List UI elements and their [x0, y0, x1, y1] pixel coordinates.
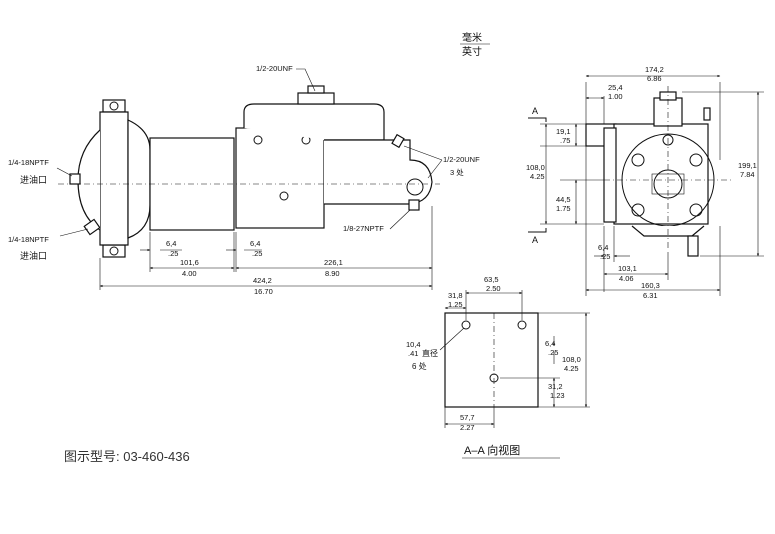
label-port-top: 1/2-20UNF — [256, 64, 293, 73]
side-view: 1/2-20UNF 1/4-18NPTF 进油口 1/4-18NPTF 进油口 … — [8, 64, 480, 296]
dim-end-e-mm: 6,4 — [598, 243, 608, 252]
label-port-right-note: 3 处 — [450, 167, 464, 177]
dim-end-f-mm: 103,1 — [618, 264, 637, 273]
dim-end-w-mm: 174,2 — [645, 65, 664, 74]
label-port-left-2-note: 进油口 — [20, 250, 47, 261]
dim-sec-t-mm: 31,2 — [548, 382, 563, 391]
dim-sec-p-mm: 63,5 — [484, 275, 499, 284]
section-view: 63,5 2.50 31,8 1.25 10,4 .41 直径 6 处 108,… — [406, 275, 590, 459]
section-plate — [444, 312, 539, 408]
dim-sec-s-in: 4.25 — [564, 364, 579, 373]
dim-end-h-in: 7.84 — [740, 170, 755, 179]
dim-end-g-in: 6.31 — [643, 291, 658, 300]
dim-end-b-in: .75 — [560, 136, 570, 145]
units-metric: 毫米 — [462, 31, 482, 44]
dim-end-w-in: 6.86 — [647, 74, 662, 83]
dim-end-a-mm: 25,4 — [608, 83, 623, 92]
label-port-right: 1/2-20UNF — [443, 155, 480, 164]
dim-side-d5-in: 16.70 — [254, 287, 273, 296]
dim-side-d5-mm: 424,2 — [253, 276, 272, 285]
section-hole-count: 6 处 — [412, 361, 427, 371]
dim-sec-s-mm: 108,0 — [562, 355, 581, 364]
dim-side-d2-in: 4.00 — [182, 269, 197, 278]
reservoir-cover — [243, 103, 385, 141]
bolt-tl — [631, 153, 645, 167]
label-port-bottom: 1/8-27NPTF — [343, 224, 384, 233]
dim-side-d3-mm: 6,4 — [250, 239, 260, 248]
units-legend: 毫米 英寸 — [460, 31, 490, 58]
dim-sec-r-in: .25 — [548, 348, 558, 357]
dim-end-g-mm: 160,3 — [641, 281, 660, 290]
section-hole-mm: 10,4 — [406, 340, 421, 349]
dim-side-d3-in: .25 — [252, 249, 262, 258]
right-housing — [324, 139, 433, 205]
section-hole-2 — [517, 320, 527, 330]
section-title: A–A 向视图 — [464, 443, 520, 457]
dim-sec-q-mm: 31,8 — [448, 291, 463, 300]
bolt-tr — [689, 153, 703, 167]
dim-end-d-in: 1.75 — [556, 204, 571, 213]
dim-end-a-in: 1.00 — [608, 92, 623, 101]
units-imperial: 英寸 — [462, 45, 482, 58]
dim-end-c-mm: 108,0 — [526, 163, 545, 172]
dim-end-b-mm: 19,1 — [556, 127, 571, 136]
bleed-port — [408, 199, 420, 211]
dim-sec-u-mm: 57,7 — [460, 413, 475, 422]
section-hole-in: .41 — [408, 349, 418, 358]
section-hole-label: 直径 — [422, 348, 438, 358]
dim-end-h-mm: 199,1 — [738, 161, 757, 170]
valve-block — [235, 127, 325, 229]
dim-side-d1-in: .25 — [168, 249, 178, 258]
label-port-left-1-note: 进油口 — [20, 174, 47, 185]
dim-side-d4-mm: 226,1 — [324, 258, 343, 267]
section-mark-bottom: A — [532, 235, 538, 245]
top-port-boss — [297, 92, 335, 105]
left-flange — [99, 111, 129, 246]
dim-sec-p-in: 2.50 — [486, 284, 501, 293]
label-port-left-1: 1/4-18NPTF — [8, 158, 49, 167]
label-port-left-2: 1/4-18NPTF — [8, 235, 49, 244]
dim-side-d4-in: 8.90 — [325, 269, 340, 278]
diaphragm-dome — [77, 129, 101, 231]
bolt-bl — [631, 203, 645, 217]
dim-side-d1-mm: 6,4 — [166, 239, 176, 248]
section-hole-1 — [461, 320, 471, 330]
dim-sec-r-mm: 6,4 — [545, 339, 555, 348]
dim-end-c-in: 4.25 — [530, 172, 545, 181]
dim-end-e-in: .25 — [600, 252, 610, 261]
dim-sec-t-in: 1.23 — [550, 391, 565, 400]
section-mark-top: A — [532, 106, 538, 116]
dim-end-f-in: 4.06 — [619, 274, 634, 283]
dim-side-d2-mm: 101,6 — [180, 258, 199, 267]
dim-sec-u-in: 2.27 — [460, 423, 475, 432]
inlet-port-2 — [83, 218, 101, 236]
dim-end-d-mm: 44,5 — [556, 195, 571, 204]
bolt-br — [689, 203, 703, 217]
model-caption: 图示型号: 03-460-436 — [64, 449, 190, 464]
dim-sec-q-in: 1.25 — [448, 300, 463, 309]
end-view: A A 174,2 6.86 25 — [526, 65, 764, 300]
